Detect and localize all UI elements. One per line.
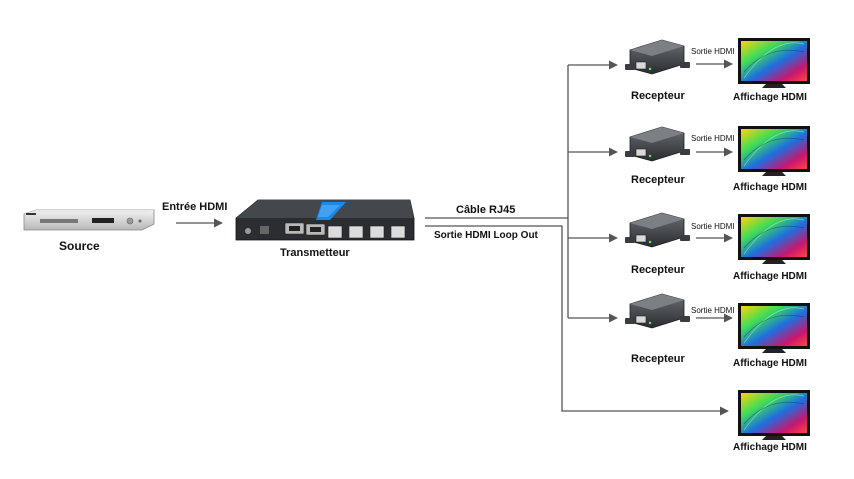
display-loop-image [737, 389, 811, 441]
loop-out-line [425, 225, 729, 416]
loop-out-label: Sortie HDMI Loop Out [434, 230, 538, 241]
receiver-2-label: Recepteur [631, 174, 685, 186]
rj45-cable-label: Câble RJ45 [456, 204, 516, 216]
receiver-3-image [624, 212, 691, 248]
receiver-4-label: Recepteur [631, 353, 685, 365]
transmitter-device-image [235, 199, 415, 241]
display-2-image [737, 125, 811, 177]
receiver-2-image [624, 126, 691, 162]
display-3-image [737, 213, 811, 265]
receiver-4-image [624, 293, 691, 329]
transmitter-label: Transmetteur [280, 247, 350, 259]
receiver-1-image [624, 39, 691, 75]
display-4-label: Affichage HDMI [733, 358, 807, 369]
hdmi-output-label-3: Sortie HDMI [691, 222, 735, 231]
display-3-label: Affichage HDMI [733, 271, 807, 282]
hdmi-output-label-1: Sortie HDMI [691, 47, 735, 56]
display-1-label: Affichage HDMI [733, 92, 807, 103]
source-label: Source [59, 239, 100, 253]
display-loop-label: Affichage HDMI [733, 442, 807, 453]
display-4-image [737, 302, 811, 354]
receiver-1-label: Recepteur [631, 90, 685, 102]
source-device-image [23, 209, 155, 231]
display-1-image [737, 37, 811, 89]
display-2-label: Affichage HDMI [733, 182, 807, 193]
hdmi-input-label: Entrée HDMI [162, 201, 228, 213]
hdmi-output-label-2: Sortie HDMI [691, 134, 735, 143]
receiver-3-label: Recepteur [631, 264, 685, 276]
hdmi-output-label-4: Sortie HDMI [691, 306, 735, 315]
